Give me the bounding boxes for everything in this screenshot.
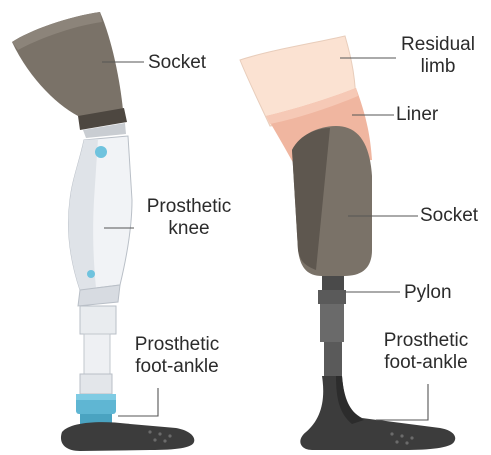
leader-foot-left (118, 388, 158, 416)
label-prosthetic-knee-line2: knee (136, 218, 242, 240)
label-residual-limb-line2: limb (398, 56, 478, 78)
pylon-assembly (318, 276, 346, 378)
label-prosthetic-knee-line1: Prosthetic (136, 196, 242, 218)
label-foot-ankle-right-line2: foot-ankle (370, 352, 482, 374)
label-pylon: Pylon (404, 282, 452, 304)
label-socket-right: Socket (420, 205, 478, 227)
label-residual-limb: Residual limb (398, 34, 478, 78)
label-foot-ankle-right-line1: Prosthetic (370, 330, 482, 352)
right-socket (292, 126, 372, 276)
label-prosthetic-knee: Prosthetic knee (136, 196, 242, 240)
label-socket-left: Socket (148, 52, 206, 74)
right-prosthesis (240, 36, 455, 450)
label-foot-ankle-right: Prosthetic foot-ankle (370, 330, 482, 374)
left-socket (12, 12, 127, 138)
left-shin-tube (76, 306, 116, 424)
label-residual-limb-line1: Residual (398, 34, 478, 56)
left-knee (68, 136, 132, 306)
leader-foot-right (376, 384, 428, 420)
left-foot (61, 422, 194, 451)
label-liner: Liner (396, 104, 438, 126)
right-foot (300, 376, 455, 450)
label-foot-ankle-left: Prosthetic foot-ankle (122, 334, 232, 378)
label-foot-ankle-left-line2: foot-ankle (122, 356, 232, 378)
label-foot-ankle-left-line1: Prosthetic (122, 334, 232, 356)
